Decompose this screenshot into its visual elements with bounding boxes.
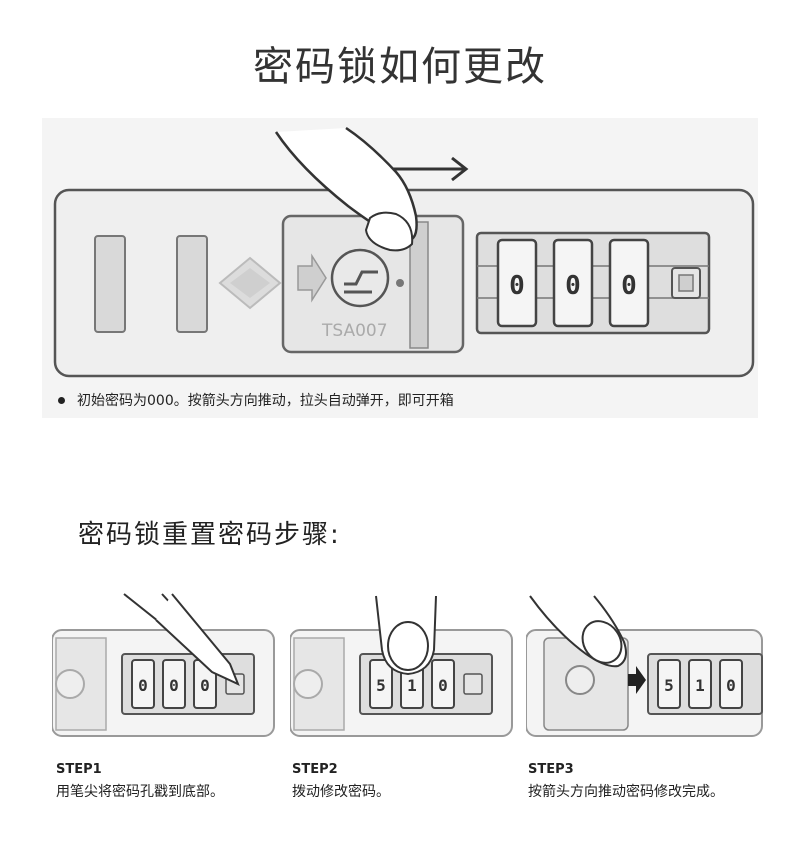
dial-digit: 0 bbox=[621, 271, 637, 301]
step3-description: 按箭头方向推动密码修改完成。 bbox=[528, 784, 724, 800]
zipper-slot-left bbox=[94, 235, 126, 333]
dial-digit: 0 bbox=[438, 676, 448, 695]
right-arrow-icon bbox=[628, 666, 646, 694]
step1-figure: 0 0 0 bbox=[51, 580, 302, 750]
finger-icon bbox=[529, 595, 627, 668]
step3-figure: 5 1 0 bbox=[525, 580, 766, 750]
tsa-logo-icon bbox=[565, 665, 595, 695]
step2-svg: 5 1 0 bbox=[289, 595, 513, 737]
dial-digit: 5 bbox=[664, 676, 674, 695]
dial-digit: 0 bbox=[726, 676, 736, 695]
initial-password-note: 初始密码为000。按箭头方向推动，拉头自动弹开，即可开箱 bbox=[58, 390, 454, 410]
dial-digit: 0 bbox=[138, 676, 148, 695]
note-text: 初始密码为000。按箭头方向推动，拉头自动弹开，即可开箱 bbox=[77, 393, 454, 409]
right-arrow-icon bbox=[297, 253, 327, 303]
step3-svg: 5 1 0 bbox=[525, 595, 763, 737]
reset-hole[interactable] bbox=[463, 673, 483, 695]
dial-digit: 0 bbox=[200, 676, 210, 695]
dial-2[interactable]: 0 bbox=[552, 238, 594, 328]
dial-3[interactable]: 0 bbox=[608, 238, 650, 328]
step2-figure: 5 1 0 bbox=[289, 580, 540, 750]
model-text: TSA007 bbox=[321, 321, 388, 341]
dial-digit: 1 bbox=[695, 676, 705, 695]
finger-icon bbox=[274, 126, 418, 252]
bullet-dot bbox=[58, 396, 65, 404]
dial-digit: 0 bbox=[565, 271, 581, 301]
dial-digit: 1 bbox=[407, 676, 417, 695]
finger-icon bbox=[375, 595, 437, 676]
step2-label: STEP2 bbox=[292, 762, 338, 777]
push-direction-arrow-icon bbox=[392, 156, 469, 182]
diamond-logo-icon bbox=[218, 256, 282, 310]
step1-svg: 0 0 0 bbox=[51, 593, 275, 737]
dial-digit: 0 bbox=[509, 271, 525, 301]
dial-1[interactable]: 0 bbox=[496, 238, 538, 328]
zipper-slot-right bbox=[176, 235, 208, 333]
main-lock-figure: TSA007 0 0 0 bbox=[0, 118, 800, 418]
step1-description: 用笔尖将密码孔戳到底部。 bbox=[56, 784, 224, 800]
step2-description: 拨动修改密码。 bbox=[292, 784, 390, 800]
dial-digit: 5 bbox=[376, 676, 386, 695]
tsa-logo-icon bbox=[330, 248, 390, 308]
pen-tip-icon bbox=[123, 593, 240, 686]
slider-edge bbox=[409, 221, 429, 349]
step1-label: STEP1 bbox=[56, 762, 102, 777]
keyhole-dot bbox=[396, 279, 404, 287]
page-title: 密码锁如何更改 bbox=[253, 44, 547, 90]
step3-label: STEP3 bbox=[528, 762, 574, 777]
main-lock-svg: TSA007 0 0 0 bbox=[42, 118, 758, 418]
dial-digit: 0 bbox=[169, 676, 179, 695]
reset-steps-heading: 密码锁重置密码步骤: bbox=[78, 520, 341, 550]
